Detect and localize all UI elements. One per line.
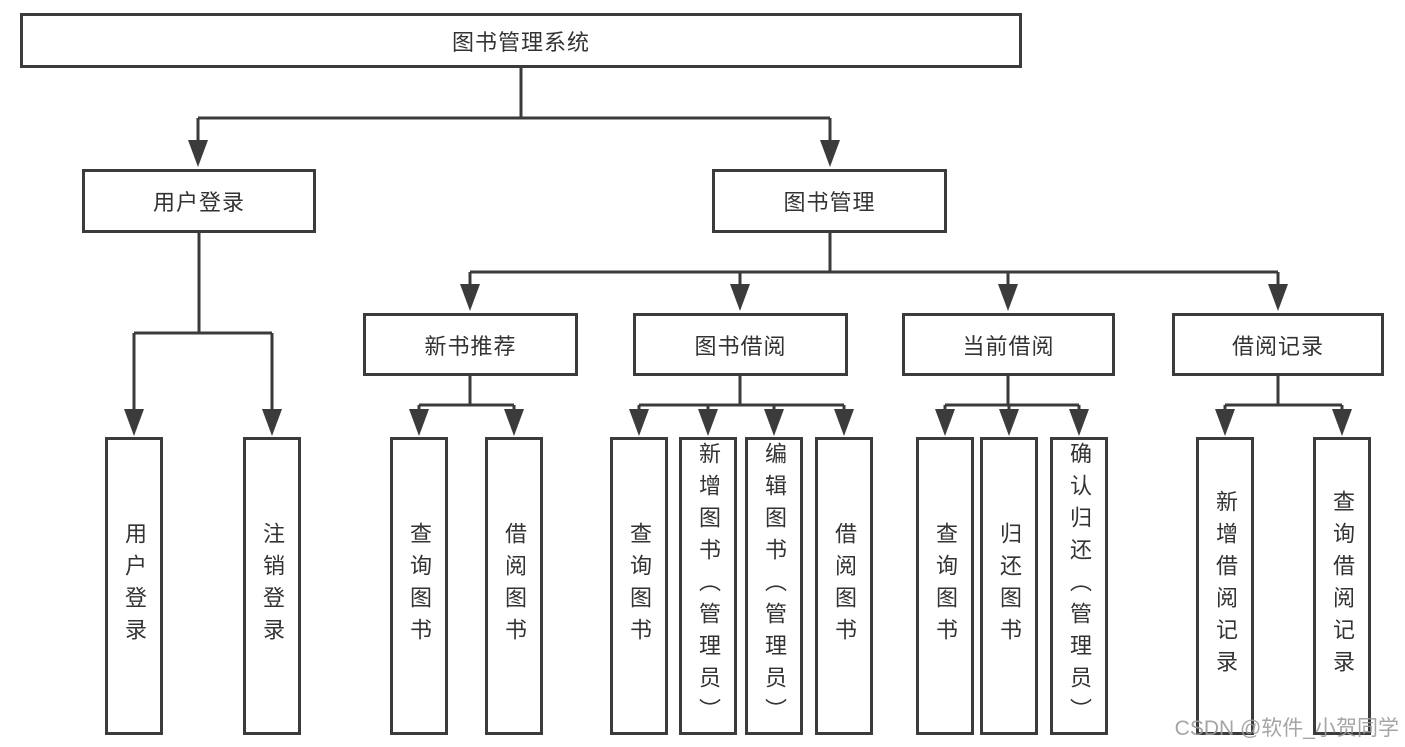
node-book-borrow-label: 图书借阅 bbox=[694, 333, 787, 359]
leaf-add-book-admin: 新增图书（管理员） bbox=[679, 437, 737, 735]
node-book-borrow: 图书借阅 bbox=[633, 313, 848, 376]
leaf-borrow-books-label: 借阅图书 bbox=[832, 522, 857, 650]
leaf-query-borrow-record-label: 查询借阅记录 bbox=[1330, 490, 1355, 682]
leaf-query-books-current: 查询图书 bbox=[916, 437, 974, 735]
leaf-logout: 注销登录 bbox=[243, 437, 301, 735]
watermark-text: CSDN @软件_小贺同学 bbox=[1174, 717, 1399, 740]
leaf-add-borrow-record-label: 新增借阅记录 bbox=[1213, 490, 1238, 682]
leaf-borrow-books-recommend-label: 借阅图书 bbox=[502, 522, 527, 650]
leaf-add-borrow-record: 新增借阅记录 bbox=[1196, 437, 1254, 735]
node-root: 图书管理系统 bbox=[20, 13, 1022, 68]
leaf-query-books-borrow-label: 查询图书 bbox=[627, 522, 652, 650]
leaf-borrow-books: 借阅图书 bbox=[815, 437, 873, 735]
leaf-query-books-current-label: 查询图书 bbox=[933, 522, 958, 650]
leaf-return-book: 归还图书 bbox=[980, 437, 1038, 735]
leaf-confirm-return-admin: 确认归还（管理员） bbox=[1050, 437, 1108, 735]
leaf-query-books-recommend: 查询图书 bbox=[390, 437, 448, 735]
node-borrow-records: 借阅记录 bbox=[1172, 313, 1384, 376]
leaf-query-borrow-record: 查询借阅记录 bbox=[1313, 437, 1371, 735]
node-current-borrow-label: 当前借阅 bbox=[962, 333, 1055, 359]
leaf-query-books-borrow: 查询图书 bbox=[610, 437, 668, 735]
leaf-borrow-books-recommend: 借阅图书 bbox=[485, 437, 543, 735]
node-borrow-records-label: 借阅记录 bbox=[1231, 333, 1324, 359]
leaf-add-book-admin-label: 新增图书（管理员） bbox=[696, 442, 721, 730]
leaf-query-books-recommend-label: 查询图书 bbox=[407, 522, 432, 650]
node-current-borrow: 当前借阅 bbox=[902, 313, 1115, 376]
leaf-return-book-label: 归还图书 bbox=[997, 522, 1022, 650]
node-root-label: 图书管理系统 bbox=[451, 29, 590, 55]
node-book-management-label: 图书管理 bbox=[783, 190, 876, 215]
leaf-user-login: 用户登录 bbox=[105, 437, 163, 735]
node-user-login: 用户登录 bbox=[82, 169, 316, 233]
leaf-logout-label: 注销登录 bbox=[260, 522, 285, 650]
leaf-edit-book-admin-label: 编辑图书（管理员） bbox=[762, 442, 787, 730]
node-new-book-recommend-label: 新书推荐 bbox=[424, 333, 517, 359]
leaf-user-login-label: 用户登录 bbox=[122, 522, 147, 650]
leaf-edit-book-admin: 编辑图书（管理员） bbox=[745, 437, 803, 735]
node-book-management: 图书管理 bbox=[712, 169, 947, 233]
node-new-book-recommend: 新书推荐 bbox=[363, 313, 578, 376]
node-user-login-label: 用户登录 bbox=[152, 190, 245, 215]
leaf-confirm-return-admin-label: 确认归还（管理员） bbox=[1067, 442, 1092, 730]
